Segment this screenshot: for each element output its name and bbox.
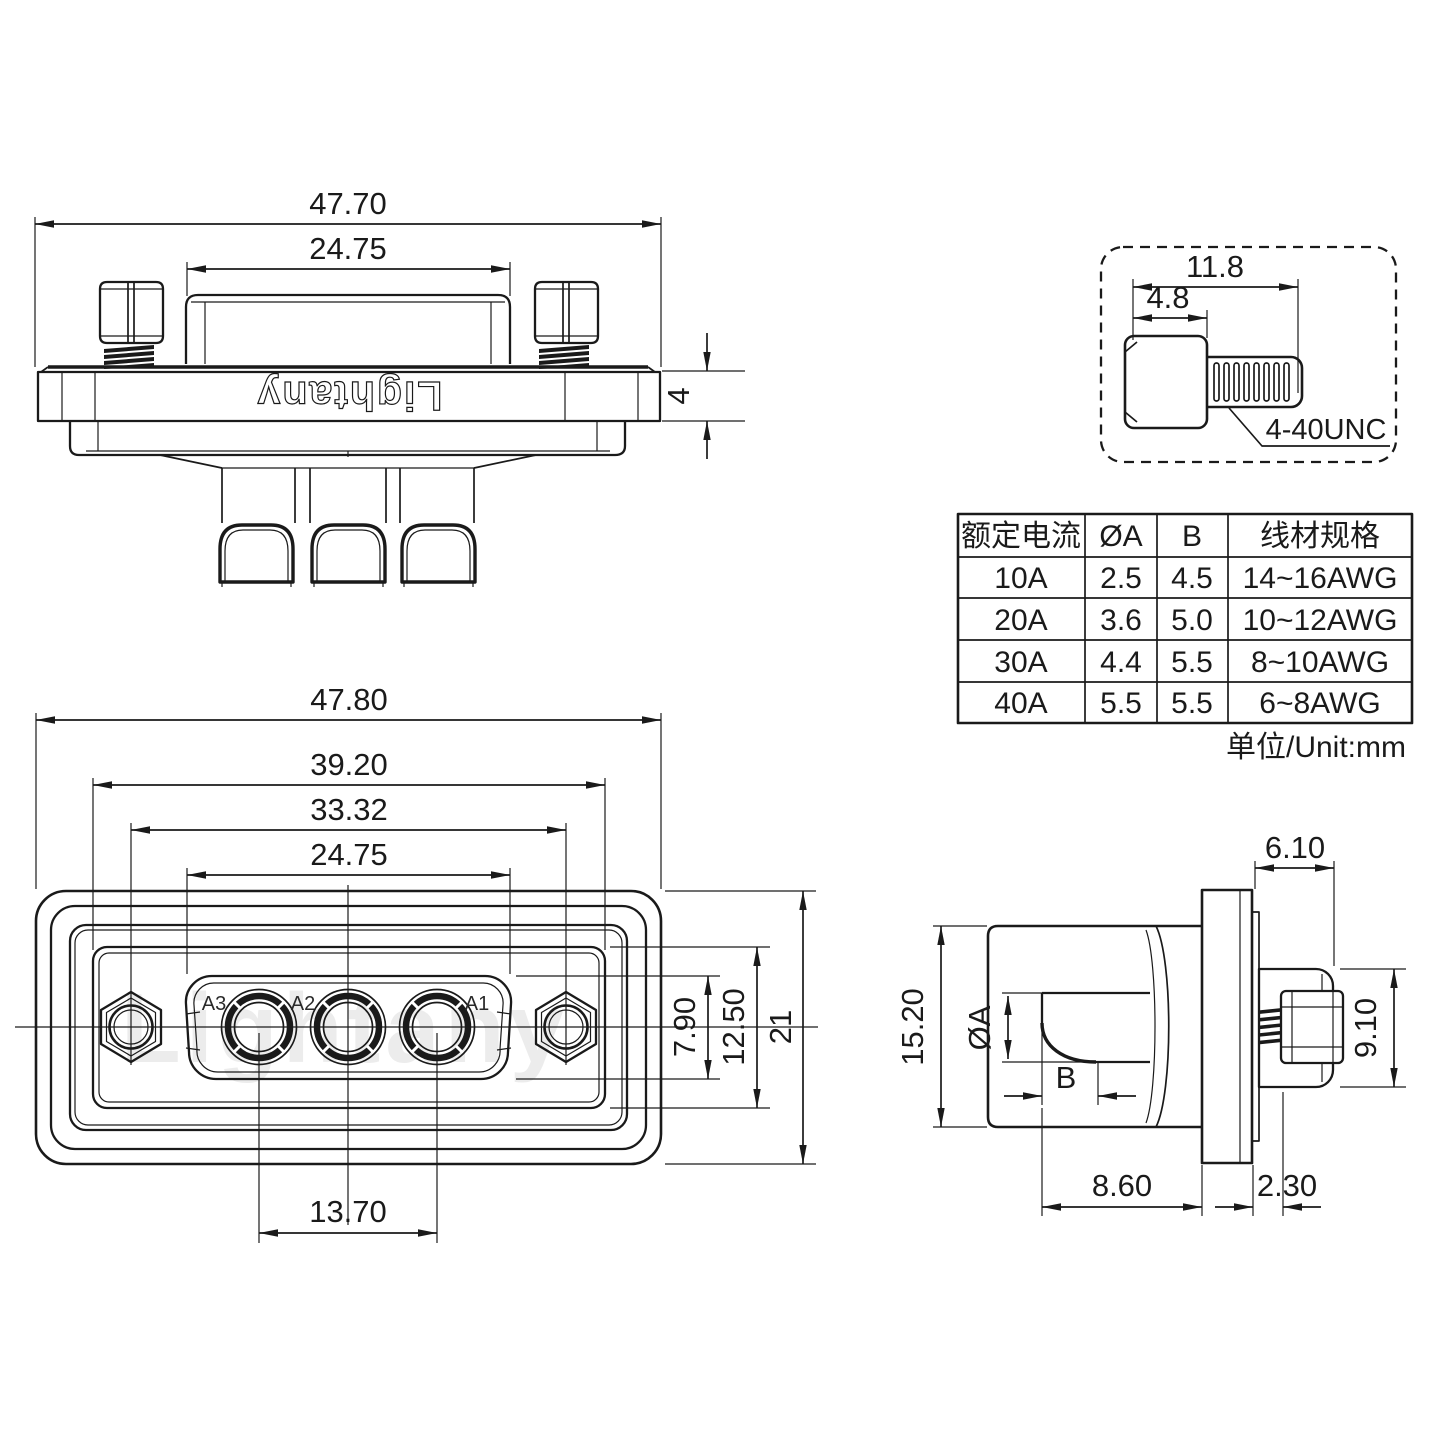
cell: 40A — [994, 687, 1047, 720]
side-dim-bore-dia: ØA — [962, 1005, 997, 1050]
cell: 8~10AWG — [1251, 646, 1389, 679]
front-dim-overall-width: 47.80 — [310, 682, 388, 717]
side-dim-gap: 2.30 — [1257, 1168, 1317, 1203]
side-screw-head — [1279, 989, 1345, 1065]
table-header-current: 额定电流 — [961, 520, 1081, 553]
cell: 5.5 — [1100, 687, 1142, 720]
rear-wire-cups — [218, 523, 477, 587]
cell: 30A — [994, 646, 1047, 679]
table-row: 40A 5.5 5.5 6~8AWG — [994, 687, 1380, 720]
spec-table: 额定电流 ØA B 线材规格 10A 2.5 4.5 14~16AWG 20A … — [956, 512, 1414, 764]
rear-dim-overall-width: 47.70 — [309, 186, 387, 221]
front-dim-insert-height: 7.90 — [667, 997, 702, 1057]
side-screw-thread — [1259, 1008, 1282, 1045]
cell: 5.5 — [1171, 646, 1213, 679]
right-hex-nut — [534, 990, 598, 1064]
cell: 5.5 — [1171, 687, 1213, 720]
screw-threaded-shaft — [1207, 355, 1304, 409]
screw-dim-overall-length: 11.8 — [1186, 249, 1244, 284]
rear-right-thumbscrew — [533, 280, 600, 369]
table-header-b: B — [1182, 520, 1202, 553]
cell: 6~8AWG — [1259, 687, 1380, 720]
unit-note: 单位/Unit:mm — [1226, 731, 1406, 764]
side-dim-body-height: 15.20 — [895, 988, 930, 1066]
rear-view-drawing: 47.70 24.75 — [34, 186, 745, 587]
front-dim-overall-height: 21 — [763, 1010, 798, 1044]
pin-label-a3: A3 — [202, 993, 226, 1015]
side-dim-body-depth: 8.60 — [1092, 1168, 1152, 1203]
cell: 3.6 — [1100, 604, 1142, 637]
cell: 14~16AWG — [1243, 562, 1398, 595]
left-hex-nut — [99, 990, 163, 1064]
side-dim-bore-depth: B — [1056, 1060, 1077, 1095]
front-dim-mount-spacing: 33.32 — [310, 792, 388, 827]
cell: 20A — [994, 604, 1047, 637]
rear-dim-insert-width: 24.75 — [309, 231, 387, 266]
table-row: 20A 3.6 5.0 10~12AWG — [994, 604, 1397, 637]
side-view-drawing: 6.10 ØA B 15.20 — [895, 830, 1406, 1216]
front-view-drawing: Lightany 47.80 39.20 33.32 24.75 — [15, 682, 818, 1243]
cell: 5.0 — [1171, 604, 1213, 637]
front-dim-recess-height: 12.50 — [716, 988, 751, 1066]
rear-flange-plate: Lightany — [36, 365, 662, 423]
table-header-wire: 线材规格 — [1260, 520, 1380, 553]
flange-outline — [34, 889, 663, 1166]
front-dim-recess-width: 39.20 — [310, 747, 388, 782]
rear-dim-flange-thickness: 4 — [661, 387, 696, 404]
screw-head — [1123, 334, 1209, 430]
side-dim-screw-height: 9.10 — [1348, 998, 1383, 1058]
rear-shell-cap — [184, 293, 512, 364]
cell: 10A — [994, 562, 1047, 595]
screw-dim-head-length: 4.8 — [1146, 280, 1189, 315]
recess-outline — [91, 945, 607, 1110]
pin-label-a2: A2 — [291, 993, 315, 1015]
table-header-dia: ØA — [1099, 520, 1142, 553]
cell: 4.5 — [1171, 562, 1213, 595]
side-dim-front-depth: 6.10 — [1265, 830, 1325, 865]
side-rear-body — [986, 924, 1202, 1129]
table-row: 30A 4.4 5.5 8~10AWG — [994, 646, 1389, 679]
thread-spec-label: 4-40UNC — [1266, 414, 1387, 446]
cell: 10~12AWG — [1243, 604, 1398, 637]
detail-frame — [1099, 245, 1398, 464]
cell: 2.5 — [1100, 562, 1142, 595]
contact-a2 — [309, 988, 387, 1066]
front-dim-pin-spacing: 13.70 — [309, 1194, 387, 1229]
screw-detail-drawing: 11.8 4.8 4-40UNC — [1099, 245, 1398, 464]
pin-label-a1: A1 — [465, 993, 489, 1015]
brand-logo-mirrored: Lightany — [256, 373, 443, 419]
rear-lower-shell — [68, 421, 627, 523]
cell: 4.4 — [1100, 646, 1142, 679]
front-dim-insert-width: 24.75 — [310, 837, 388, 872]
d-insert — [184, 974, 513, 1081]
table-row: 10A 2.5 4.5 14~16AWG — [994, 562, 1397, 595]
